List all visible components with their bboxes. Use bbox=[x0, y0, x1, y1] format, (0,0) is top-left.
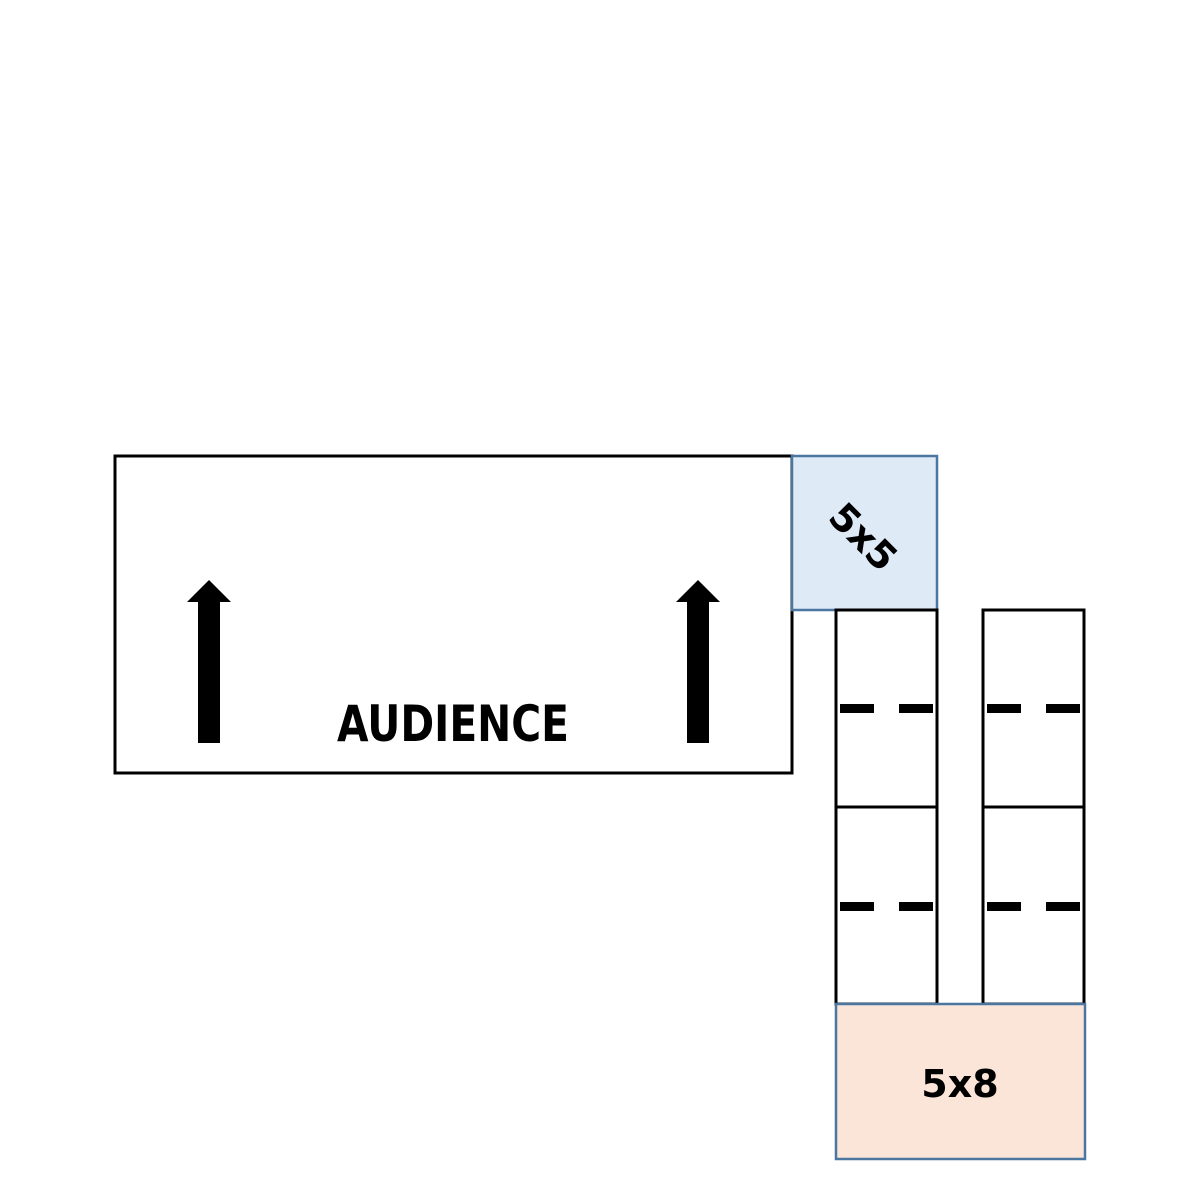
dashed-line-icon bbox=[987, 902, 1080, 911]
dashed-line-icon bbox=[840, 902, 933, 911]
dashed-line-icon bbox=[987, 704, 1080, 713]
audience-area: AUDIENCE bbox=[113, 454, 794, 775]
riser-5x8: 5x8 bbox=[834, 1002, 1087, 1161]
panel-column-left bbox=[834, 608, 939, 1006]
riser-5x5: 5x5 bbox=[790, 454, 939, 612]
audience-box bbox=[113, 454, 794, 775]
arrow-up-icon bbox=[187, 580, 231, 743]
audience-label: AUDIENCE bbox=[337, 695, 569, 753]
riser-5x8-label: 5x8 bbox=[921, 1062, 998, 1106]
riser-5x8-box bbox=[834, 1002, 1087, 1161]
panel-column-right bbox=[981, 608, 1086, 1006]
arrow-up-icon bbox=[676, 580, 720, 743]
dashed-line-icon bbox=[840, 704, 933, 713]
